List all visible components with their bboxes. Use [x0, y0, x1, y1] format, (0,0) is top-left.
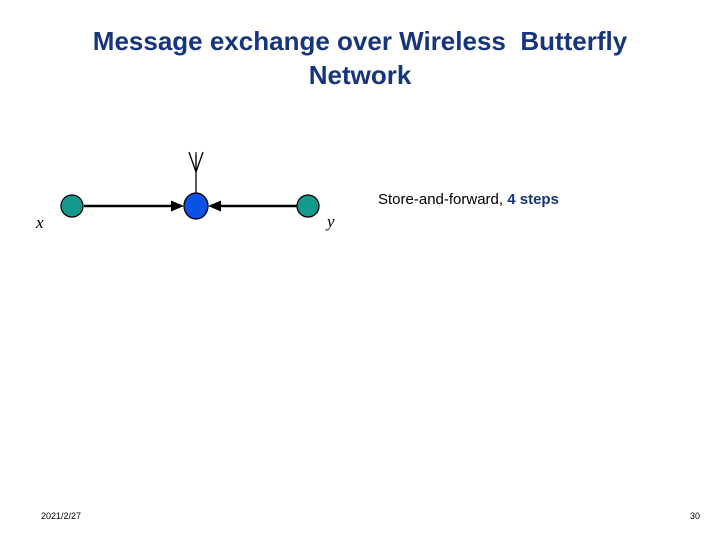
- node-y[interactable]: [296, 194, 320, 218]
- footer-page-number: 30: [690, 511, 701, 521]
- annotation-store-and-forward: Store-and-forward, 4 steps: [378, 191, 559, 209]
- annotation-emphasis-text: 4 steps: [507, 191, 559, 208]
- node-label-y: y: [327, 212, 335, 231]
- node-label-x: x: [36, 213, 44, 232]
- page-title-line-2: Network: [308, 60, 412, 90]
- node-relay[interactable]: [183, 192, 209, 220]
- node-x[interactable]: [60, 194, 84, 218]
- page-title: Message exchange over Wireless Butterfly…: [30, 24, 690, 92]
- edge-y-to-relay: [208, 200, 297, 212]
- footer-date: 2021/2/27: [41, 511, 82, 521]
- page-title-line-1: Message exchange over Wireless Butterfly: [92, 26, 628, 56]
- antenna-icon: [188, 151, 204, 198]
- edge-x-to-relay: [84, 200, 184, 212]
- network-diagram: [0, 100, 400, 260]
- annotation-plain-text: Store-and-forward,: [378, 191, 508, 208]
